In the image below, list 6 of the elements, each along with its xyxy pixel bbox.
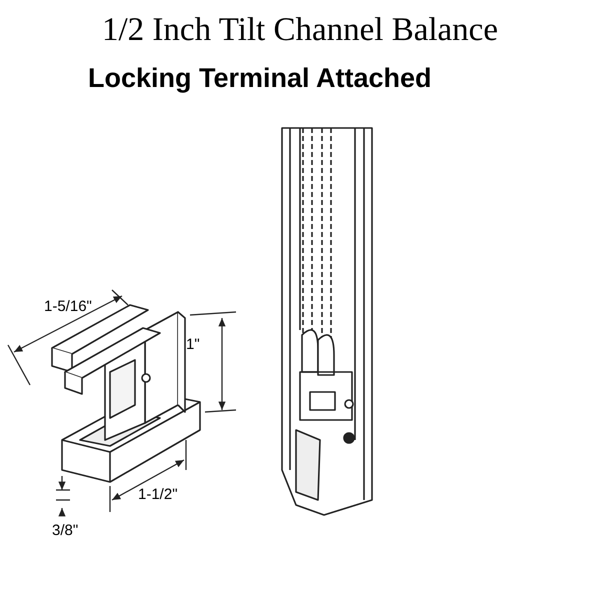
subtitle: Locking Terminal Attached [88, 62, 432, 95]
dimension-label: 1-5/16" [44, 298, 92, 317]
dimension-label: 3/8" [52, 522, 78, 541]
title: 1/2 Inch Tilt Channel Balance [101, 11, 499, 50]
dimension-label: 1-1/2" [138, 486, 178, 505]
dimension-label: 1" [186, 336, 200, 355]
